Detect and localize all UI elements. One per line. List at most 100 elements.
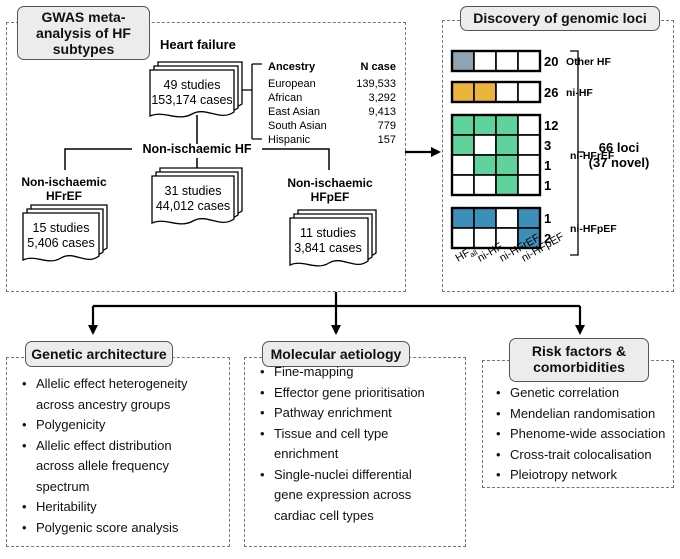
list-item: Single-nuclei differential gene expressio…: [260, 465, 479, 527]
ancestry-ncase: 3,292: [368, 92, 396, 104]
risk-factors-list: Genetic correlationMendelian randomisati…: [492, 383, 680, 486]
list-item-text: Effector gene prioritisation: [274, 384, 425, 400]
ni-hfref-stack: [22, 204, 108, 262]
ancestry-ncase: 779: [378, 120, 396, 132]
list-item: Pleiotropy network: [496, 465, 680, 486]
list-item: Pathway enrichment: [260, 403, 479, 424]
list-item-text: Pathway enrichment: [274, 405, 392, 420]
loci-count: 1: [544, 211, 551, 226]
loci-group-label: ni-HFrEF: [570, 150, 615, 162]
loci-column-sublabel: all: [468, 248, 479, 260]
list-item: Phenome-wide association: [496, 424, 680, 445]
list-item-text: Polygenicity: [36, 417, 106, 432]
genetic-architecture-title-text: Genetic architecture: [31, 346, 167, 362]
ancestry-header: Ancestry: [268, 61, 316, 73]
ni-hf-label: Non-ischaemic HF: [142, 142, 251, 156]
list-item-text: Fine-mapping: [274, 364, 354, 379]
list-item: Allelic effect distribution across allele…: [22, 436, 241, 498]
list-item: Tissue and cell type enrichment: [260, 424, 479, 465]
genetic-architecture-title: Genetic architecture: [25, 341, 173, 367]
loci-group-outline: [450, 49, 542, 73]
ni-hfpef-label-1: Non-ischaemic: [287, 176, 373, 190]
list-item-text: across ancestry groups: [36, 396, 171, 412]
list-item-text: Heritability: [36, 499, 97, 514]
loci-count: 20: [544, 54, 558, 69]
ni-hfref-studies: 15 studies: [33, 221, 90, 235]
loci-group-outline: [450, 113, 542, 197]
loci-group-label: ni-HFpEF: [570, 223, 617, 235]
ni-hfpef-label-2: HFpEF: [311, 190, 350, 204]
list-item-text: across allele frequency: [36, 458, 169, 473]
loci-bracket: [570, 50, 584, 256]
ni-hfpef-studies: 11 studies: [300, 226, 356, 240]
gwas-panel-title: GWAS meta-analysis of HF subtypes: [17, 6, 150, 60]
list-item: Fine-mapping: [260, 362, 479, 383]
list-item-text: cardiac cell types: [274, 507, 374, 523]
list-item-text: Single-nuclei differential: [274, 466, 412, 482]
discovery-title-text: Discovery of genomic loci: [473, 10, 647, 26]
list-item-text: enrichment: [274, 446, 339, 461]
list-item: Mendelian randomisation: [496, 404, 680, 425]
loci-group-outline: [450, 206, 542, 250]
list-item-text: Cross-trait colocalisation: [510, 446, 652, 462]
heart-failure-cases: 153,174 cases: [151, 93, 232, 107]
ni-hfref-label-1: Non-ischaemic: [21, 175, 107, 189]
ancestry-name: African: [268, 92, 302, 104]
loci-count: 2: [544, 231, 551, 246]
loci-count: 26: [544, 85, 558, 100]
loci-count: 1: [544, 178, 551, 193]
loci-count: 1: [544, 158, 551, 173]
list-item-text: gene expression across: [274, 487, 412, 502]
bottom-connector: [93, 292, 580, 308]
ni-hfref-label-2: HFrEF: [46, 189, 82, 203]
gwas-title-text: GWAS meta-analysis of HF subtypes: [36, 9, 131, 57]
connector-nihf-branches: [64, 148, 330, 170]
list-item-text: Pleiotropy network: [510, 467, 617, 482]
risk-factors-title: Risk factors & comorbidities: [509, 338, 649, 382]
genetic-architecture-list: Allelic effect heterogeneity across ances…: [18, 374, 241, 538]
molecular-aetiology-title-text: Molecular aetiology: [270, 346, 402, 362]
list-item: Allelic effect heterogeneity across ances…: [22, 374, 241, 415]
ni-hf-studies: 31 studies: [165, 184, 222, 198]
risk-factors-title-line1: Risk factors &: [531, 343, 627, 359]
discovery-panel: [442, 20, 674, 292]
ncase-header: N case: [361, 61, 396, 73]
ni-hf-cases: 44,012 cases: [156, 199, 230, 213]
ni-hfpef-stack: [289, 209, 377, 267]
ni-hf-stack: [151, 167, 243, 225]
list-item-text: Tissue and cell type: [274, 425, 389, 441]
ancestry-ncase: 9,413: [368, 106, 396, 118]
ancestry-table: European 139,533 African 3,292 East Asia…: [268, 78, 396, 146]
loci-novel: (37 novel): [589, 155, 650, 170]
ancestry-name: European: [268, 78, 316, 90]
loci-group-outline: [450, 80, 542, 104]
ancestry-bracket: [242, 63, 262, 140]
list-item-text: Polygenic score analysis: [36, 519, 179, 535]
loci-count: 3: [544, 138, 551, 153]
molecular-aetiology-list: Fine-mappingEffector gene prioritisation…: [256, 362, 479, 526]
ancestry-name: South Asian: [268, 120, 327, 132]
ancestry-ncase: 157: [378, 134, 396, 146]
list-item-text: Mendelian randomisation: [510, 405, 656, 421]
list-item-text: Allelic effect distribution: [36, 437, 172, 453]
heart-failure-stack: [149, 61, 243, 118]
loci-count: 12: [544, 118, 558, 133]
list-item-text: spectrum: [36, 478, 90, 494]
list-item-text: Phenome-wide association: [510, 426, 666, 441]
list-item: Polygenic score analysis: [22, 518, 241, 539]
ancestry-name: Hispanic: [268, 134, 311, 146]
list-item-text: Genetic correlation: [510, 385, 620, 400]
list-item: Effector gene prioritisation: [260, 383, 479, 404]
ancestry-ncase: 139,533: [356, 78, 396, 90]
gwas-panel: [6, 22, 406, 292]
list-item: Cross-trait colocalisation: [496, 445, 680, 466]
discovery-panel-title: Discovery of genomic loci: [460, 6, 660, 31]
ni-hfref-cases: 5,406 cases: [27, 236, 94, 250]
ancestry-name: East Asian: [268, 106, 320, 118]
list-item-text: Allelic effect heterogeneity: [36, 376, 188, 391]
heart-failure-studies: 49 studies: [164, 78, 221, 92]
list-item: Genetic correlation: [496, 383, 680, 404]
list-item: Polygenicity: [22, 415, 241, 436]
risk-factors-title-line2: comorbidities: [533, 359, 625, 375]
